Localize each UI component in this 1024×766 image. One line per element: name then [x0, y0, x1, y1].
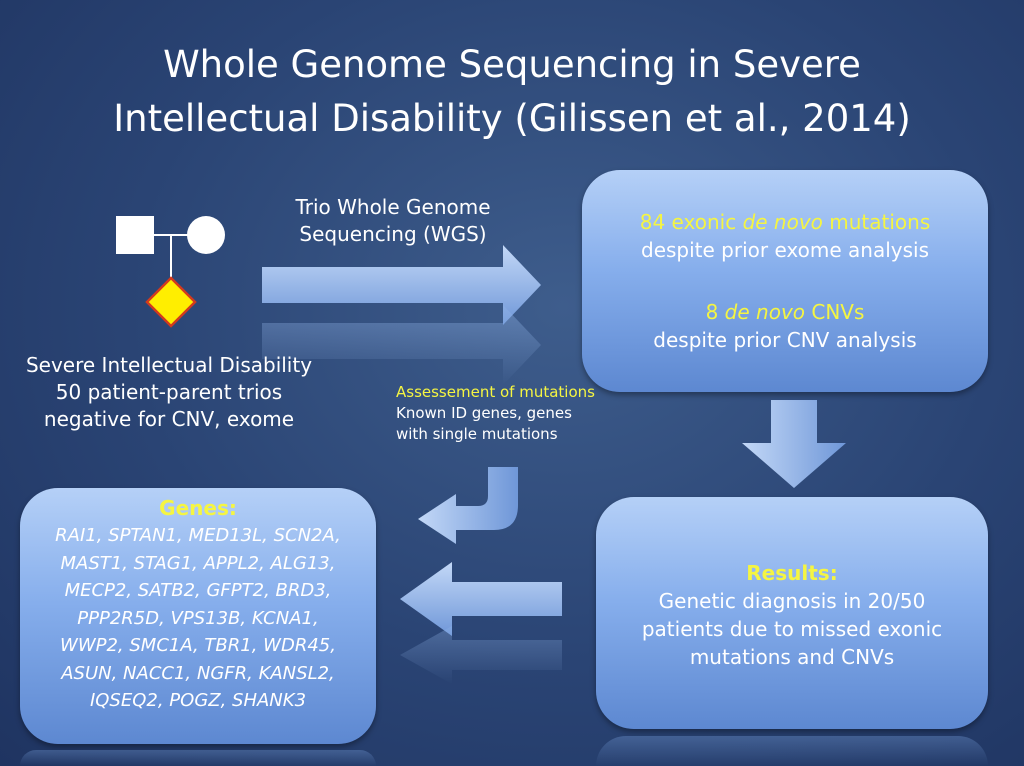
genes-box: Genes: RAI1, SPTAN1, MED13L, SCN2A, MAST… — [20, 488, 376, 744]
wgs-arrow-icon — [262, 245, 541, 325]
genes-line: MAST1, STAG1, APPL2, ALG13, — [60, 552, 336, 574]
assessment-note: Assessement of mutations Known ID genes,… — [396, 382, 595, 445]
mutation-count-prefix: 84 exonic — [639, 210, 743, 234]
assessment-title: Assessement of mutations — [396, 383, 595, 401]
assessment-line-2: with single mutations — [396, 425, 558, 443]
down-arrow-icon — [742, 400, 846, 488]
results-arrow-reflection — [400, 626, 562, 684]
cnv-count-prefix: 8 — [705, 300, 725, 324]
genes-line: WWP2, SMC1A, TBR1, WDR45, — [60, 635, 336, 656]
mutation-count-denovo: de novo — [742, 210, 823, 234]
findings-text: 84 exonic de novo mutations despite prio… — [582, 208, 988, 354]
cnv-count-denovo: de novo — [724, 300, 806, 324]
cohort-line-1: Severe Intellectual Disability — [25, 353, 313, 377]
assessment-curved-arrow-icon — [418, 467, 518, 544]
cohort-line-2: 50 patient-parent trios — [55, 380, 283, 404]
genes-list: RAI1, SPTAN1, MED13L, SCN2A, MAST1, STAG… — [20, 522, 376, 715]
cnv-caption: despite prior CNV analysis — [653, 328, 917, 352]
genes-title: Genes: — [159, 496, 237, 520]
results-text: Results: Genetic diagnosis in 20/50 pati… — [596, 559, 988, 671]
cohort-line-3: negative for CNV, exome — [43, 407, 295, 431]
assessment-line-1: Known ID genes, genes — [396, 404, 572, 422]
cnv-count-suffix: CNVs — [805, 300, 865, 324]
genes-content: Genes: RAI1, SPTAN1, MED13L, SCN2A, MAST… — [20, 494, 376, 715]
results-to-genes-arrow-icon — [400, 562, 562, 636]
pedigree-icon — [116, 216, 225, 328]
genes-line: RAI1, SPTAN1, MED13L, SCN2A, — [55, 525, 341, 546]
mutation-caption: despite prior exome analysis — [641, 238, 929, 262]
findings-box: 84 exonic de novo mutations despite prio… — [582, 170, 988, 392]
genes-line: IQSEQ2, POGZ, SHANK3 — [89, 690, 307, 711]
wgs-label-line-2: Sequencing (WGS) — [299, 222, 487, 246]
wgs-arrow-reflection — [262, 305, 541, 385]
wgs-label-line-1: Trio Whole Genome — [295, 195, 491, 219]
mutation-count-suffix: mutations — [822, 210, 931, 234]
genes-line: PPP2R5D, VPS13B, KCNA1, — [77, 607, 319, 629]
results-line-2: patients due to missed exonic — [641, 617, 943, 641]
title-line-1: Whole Genome Sequencing in Severe — [163, 43, 861, 86]
father-square-icon — [116, 216, 154, 254]
results-line-3: mutations and CNVs — [689, 645, 895, 669]
mutation-count: 84 exonic de novo mutations — [582, 208, 988, 236]
results-title: Results: — [746, 561, 838, 585]
wgs-label: Trio Whole Genome Sequencing (WGS) — [262, 194, 524, 248]
affected-child-diamond-icon — [145, 276, 197, 328]
results-box: Results: Genetic diagnosis in 20/50 pati… — [596, 497, 988, 729]
mother-circle-icon — [187, 216, 225, 254]
genes-line: ASUN, NACC1, NGFR, KANSL2, — [61, 662, 335, 684]
results-box-reflection — [596, 736, 988, 766]
results-line-1: Genetic diagnosis in 20/50 — [658, 589, 926, 613]
slide-title: Whole Genome Sequencing in Severe Intell… — [0, 38, 1024, 146]
cohort-description: Severe Intellectual Disability 50 patien… — [10, 352, 328, 433]
cnv-count: 8 de novo CNVs — [582, 298, 988, 326]
genes-line: MECP2, SATB2, GFPT2, BRD3, — [64, 580, 332, 601]
genes-box-reflection — [20, 750, 376, 766]
title-line-2: Intellectual Disability (Gilissen et al.… — [113, 97, 911, 140]
